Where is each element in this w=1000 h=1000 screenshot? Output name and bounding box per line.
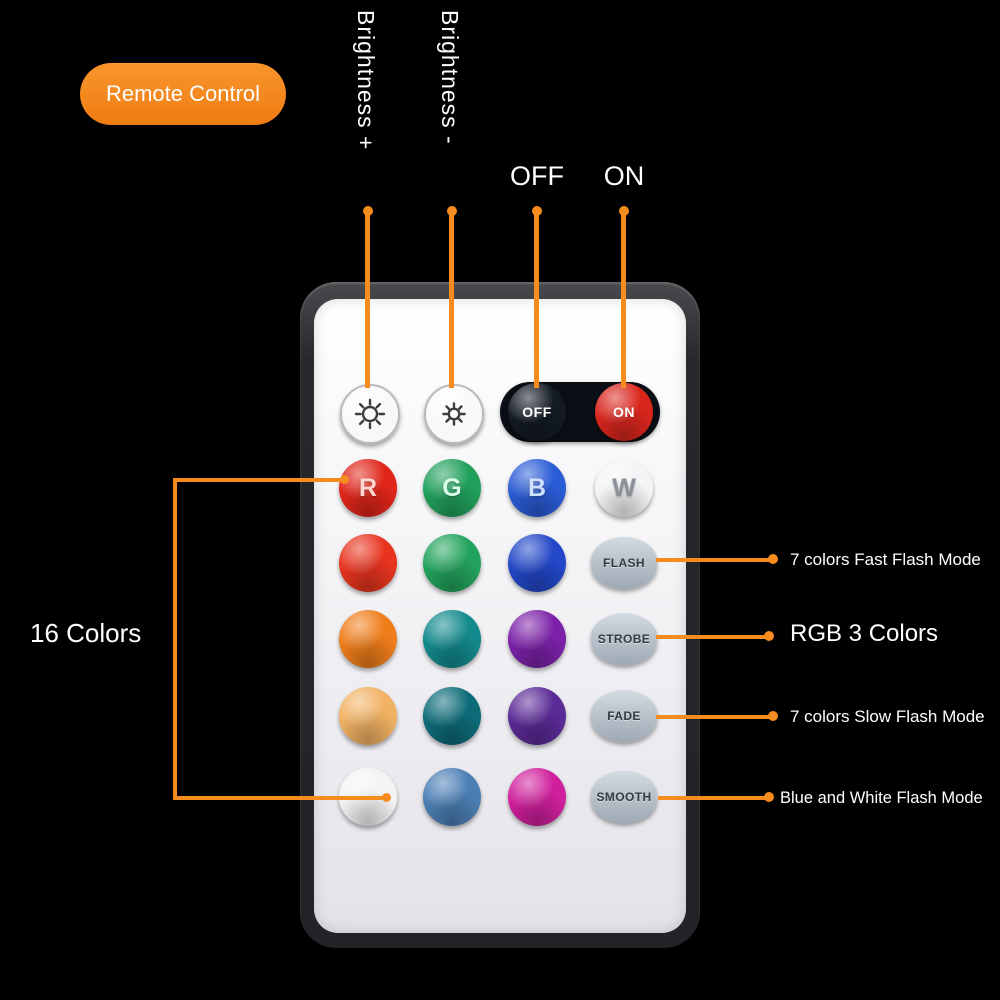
key-label: FLASH bbox=[603, 556, 645, 570]
callout-brightness-minus: Brightness - bbox=[437, 10, 463, 145]
key-light-orange[interactable] bbox=[339, 687, 397, 745]
key-off[interactable]: OFF bbox=[508, 383, 566, 441]
callout-line-off bbox=[534, 214, 539, 388]
callout-blue-white-flash: Blue and White Flash Mode bbox=[780, 789, 983, 807]
key-dark-teal[interactable] bbox=[423, 687, 481, 745]
key-flash[interactable]: FLASH bbox=[591, 537, 657, 589]
remote-control-badge: Remote Control bbox=[80, 63, 286, 125]
key-brightness-up[interactable] bbox=[340, 384, 400, 444]
key-blue-2[interactable] bbox=[508, 534, 566, 592]
callout-dot bbox=[619, 206, 629, 216]
key-magenta[interactable] bbox=[508, 768, 566, 826]
brightness-up-icon bbox=[354, 398, 386, 430]
key-label: STROBE bbox=[597, 632, 651, 646]
key-red-r[interactable]: R bbox=[339, 459, 397, 517]
key-red-2[interactable] bbox=[339, 534, 397, 592]
key-smooth[interactable]: SMOOTH bbox=[591, 771, 657, 823]
remote-shell: OFF ON R G B W FLASH STROBE FADE SMOOTH bbox=[300, 282, 700, 948]
bracket-line-vertical bbox=[173, 478, 177, 800]
callout-line-on bbox=[621, 214, 626, 388]
key-blue-b[interactable]: B bbox=[508, 459, 566, 517]
callout-fast-flash: 7 colors Fast Flash Mode bbox=[790, 550, 981, 569]
key-label: FADE bbox=[607, 709, 641, 723]
callout-dot bbox=[764, 631, 774, 641]
callout-slow-flash: 7 colors Slow Flash Mode bbox=[790, 707, 985, 726]
callout-dot bbox=[768, 554, 778, 564]
callout-rgb-3-colors: RGB 3 Colors bbox=[790, 620, 939, 647]
callout-dot bbox=[340, 475, 349, 484]
key-teal[interactable] bbox=[423, 610, 481, 668]
key-label: G bbox=[442, 473, 462, 502]
callout-on: ON bbox=[603, 161, 645, 191]
key-label: W bbox=[612, 473, 636, 502]
key-label: SMOOTH bbox=[596, 790, 652, 804]
key-label: B bbox=[527, 473, 547, 502]
key-steel-blue[interactable] bbox=[423, 768, 481, 826]
callout-line-flash bbox=[656, 558, 772, 562]
key-label: R bbox=[358, 473, 378, 502]
callout-line-brightness-plus bbox=[365, 214, 370, 388]
callout-dot bbox=[768, 711, 778, 721]
callout-line-fade bbox=[656, 715, 772, 719]
key-white-w[interactable]: W bbox=[595, 459, 653, 517]
key-orange[interactable] bbox=[339, 610, 397, 668]
key-purple[interactable] bbox=[508, 610, 566, 668]
callout-off: OFF bbox=[510, 161, 564, 191]
callout-dot bbox=[447, 206, 457, 216]
bracket-line-top bbox=[173, 478, 345, 482]
key-on[interactable]: ON bbox=[595, 383, 653, 441]
bracket-line-bottom bbox=[173, 796, 387, 800]
key-green-2[interactable] bbox=[423, 534, 481, 592]
key-strobe[interactable]: STROBE bbox=[591, 613, 657, 665]
callout-line-brightness-minus bbox=[449, 214, 454, 388]
key-fade[interactable]: FADE bbox=[591, 690, 657, 742]
callout-dot bbox=[382, 793, 391, 802]
callout-line-smooth bbox=[658, 796, 768, 800]
key-label: ON bbox=[613, 404, 635, 420]
callout-16-colors: 16 Colors bbox=[30, 618, 142, 648]
callout-dot bbox=[764, 792, 774, 802]
callout-brightness-plus: Brightness + bbox=[353, 10, 379, 151]
key-brightness-down[interactable] bbox=[424, 384, 484, 444]
key-green-g[interactable]: G bbox=[423, 459, 481, 517]
key-label: OFF bbox=[522, 404, 552, 420]
brightness-down-icon bbox=[442, 402, 466, 426]
callout-dot bbox=[363, 206, 373, 216]
key-dark-purple[interactable] bbox=[508, 687, 566, 745]
callout-dot bbox=[532, 206, 542, 216]
callout-line-strobe bbox=[656, 635, 768, 639]
